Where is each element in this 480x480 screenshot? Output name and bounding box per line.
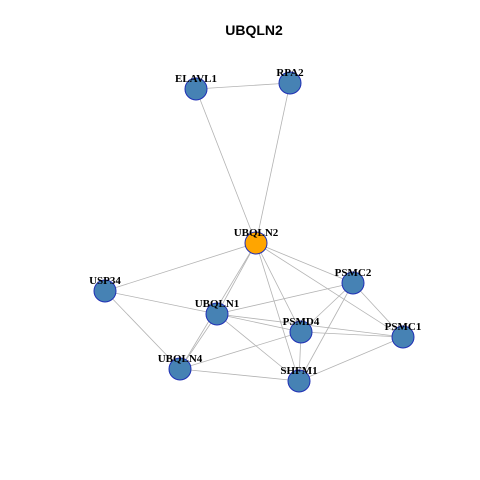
node-layer <box>93 71 415 393</box>
node-ubqln4[interactable] <box>168 357 192 381</box>
edge-rpa2-ubqln2 <box>255 82 291 244</box>
edge-ubqln1-psmc2 <box>216 282 354 315</box>
edge-ubqln2-ubqln1 <box>216 242 257 315</box>
node-psmc1[interactable] <box>391 325 415 349</box>
node-label-psmc1: PSMC1 <box>385 321 422 333</box>
node-label-ubqln4: UBQLN4 <box>158 353 203 365</box>
node-rpa2[interactable] <box>278 71 302 95</box>
edge-ubqln2-shfm1 <box>255 242 300 382</box>
node-shfm1[interactable] <box>287 369 311 393</box>
edge-elavl1-ubqln2 <box>195 88 257 244</box>
edge-psmc2-psmd4 <box>300 282 354 333</box>
node-usp34[interactable] <box>93 279 117 303</box>
edge-elavl1-rpa2 <box>195 82 291 90</box>
node-ubqln2[interactable] <box>244 231 268 255</box>
node-label-psmd4: PSMD4 <box>283 316 320 328</box>
node-label-shfm1: SHFM1 <box>280 365 317 377</box>
edge-ubqln2-psmc1 <box>255 242 404 338</box>
edge-psmc2-shfm1 <box>298 282 354 382</box>
node-label-psmc2: PSMC2 <box>335 267 372 279</box>
edge-psmc2-psmc1 <box>352 282 404 338</box>
edge-ubqln1-psmd4 <box>216 313 302 333</box>
edge-usp34-ubqln4 <box>104 290 181 370</box>
edge-ubqln2-usp34 <box>104 242 257 292</box>
edge-psmd4-psmc1 <box>300 331 404 338</box>
edge-ubqln4-shfm1 <box>179 368 300 382</box>
edge-psmc1-shfm1 <box>298 336 404 382</box>
node-label-rpa2: RPA2 <box>276 67 304 79</box>
node-label-ubqln1: UBQLN1 <box>195 298 240 310</box>
edge-psmd4-ubqln4 <box>179 331 302 370</box>
node-elavl1[interactable] <box>184 77 208 101</box>
edge-ubqln1-shfm1 <box>216 313 300 382</box>
node-ubqln1[interactable] <box>205 302 229 326</box>
edge-ubqln2-psmd4 <box>255 242 302 333</box>
node-label-usp34: USP34 <box>89 275 121 287</box>
node-label-elavl1: ELAVL1 <box>175 73 217 85</box>
edge-ubqln2-psmc2 <box>255 242 354 284</box>
edge-usp34-ubqln1 <box>104 290 218 315</box>
edge-layer <box>104 82 404 382</box>
node-label-ubqln2: UBQLN2 <box>234 227 279 239</box>
node-psmd4[interactable] <box>289 320 313 344</box>
node-psmc2[interactable] <box>341 271 365 295</box>
diagram-title: UBQLN2 <box>225 22 283 38</box>
